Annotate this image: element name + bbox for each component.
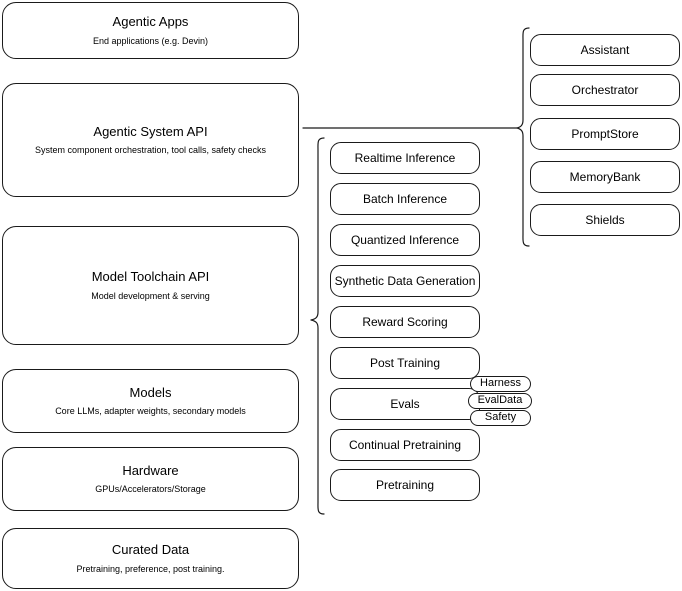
layer-subtitle: Model development & serving: [91, 290, 210, 301]
component-orchestrator[interactable]: Orchestrator: [530, 74, 680, 106]
component-memorybank[interactable]: MemoryBank: [530, 161, 680, 193]
eval-badge-harness[interactable]: Harness: [470, 376, 531, 392]
layer-title: Curated Data: [111, 542, 190, 558]
capability-continual-pretraining[interactable]: Continual Pretraining: [330, 429, 480, 461]
layer-models[interactable]: Models Core LLMs, adapter weights, secon…: [2, 369, 299, 433]
layer-subtitle: GPUs/Accelerators/Storage: [95, 484, 206, 494]
layer-agentic-system-api[interactable]: Agentic System API System component orch…: [2, 83, 299, 197]
capability-quantized-inference[interactable]: Quantized Inference: [330, 224, 480, 256]
component-promptstore[interactable]: PromptStore: [530, 118, 680, 150]
layer-title: Agentic Apps: [112, 14, 189, 30]
layer-subtitle: System component orchestration, tool cal…: [34, 145, 267, 155]
component-assistant[interactable]: Assistant: [530, 34, 680, 66]
layer-title: Hardware: [122, 462, 179, 478]
layer-agentic-apps[interactable]: Agentic Apps End applications (e.g. Devi…: [2, 2, 299, 59]
layer-title: Model Toolchain API: [91, 269, 210, 285]
layer-curated-data[interactable]: Curated Data Pretraining, preference, po…: [2, 528, 299, 589]
layer-title: Models: [129, 384, 172, 400]
layer-subtitle: Pretraining, preference, post training.: [76, 563, 225, 574]
component-shields[interactable]: Shields: [530, 204, 680, 236]
capability-batch-inference[interactable]: Batch Inference: [330, 183, 480, 215]
capability-post-training[interactable]: Post Training: [330, 347, 480, 379]
toolchain-capabilities-brace: [310, 137, 325, 515]
eval-badge-safety[interactable]: Safety: [470, 410, 531, 426]
system-components-brace: [516, 27, 530, 247]
capability-reward-scoring[interactable]: Reward Scoring: [330, 306, 480, 338]
capability-synthetic-data-generation[interactable]: Synthetic Data Generation: [330, 265, 480, 297]
capability-pretraining[interactable]: Pretraining: [330, 469, 480, 501]
eval-badge-evaldata[interactable]: EvalData: [468, 393, 532, 409]
layer-hardware[interactable]: Hardware GPUs/Accelerators/Storage: [2, 447, 299, 511]
layer-subtitle: Core LLMs, adapter weights, secondary mo…: [55, 406, 246, 416]
layer-title: Agentic System API: [93, 123, 208, 139]
layer-model-toolchain-api[interactable]: Model Toolchain API Model development & …: [2, 226, 299, 345]
capability-realtime-inference[interactable]: Realtime Inference: [330, 142, 480, 174]
capability-evals[interactable]: Evals: [330, 388, 480, 420]
layer-subtitle: End applications (e.g. Devin): [92, 35, 209, 46]
